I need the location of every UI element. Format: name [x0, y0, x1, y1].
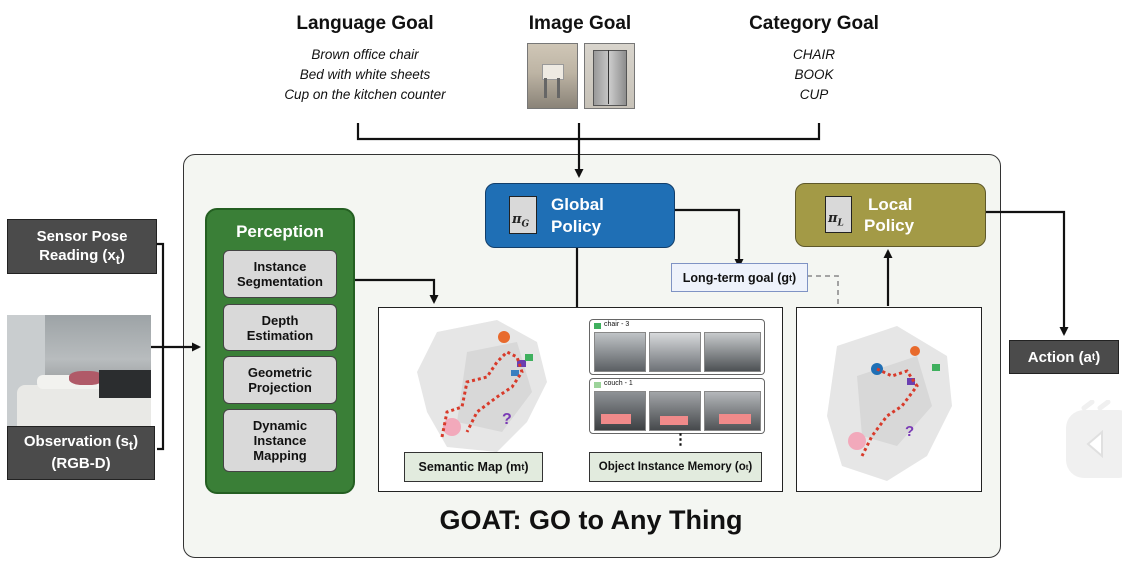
local-policy-box: πL Local Policy: [795, 183, 986, 247]
observation-line1: Observation (s: [23, 433, 129, 450]
language-goal-title: Language Goal: [296, 13, 434, 34]
object-memory-thumb: [649, 391, 701, 431]
global-policy-line1: Global: [551, 195, 604, 214]
image-goal-title: Image Goal: [528, 13, 632, 34]
language-goal-item: Bed with white sheets: [299, 67, 431, 82]
object-memory-thumb: [704, 332, 761, 372]
language-goal-items: Brown office chair Bed with white sheets…: [245, 45, 485, 105]
sensor-pose-sub: t: [115, 253, 120, 267]
local-map-image: ?: [827, 326, 952, 481]
observation-line2: (RGB-D): [51, 455, 111, 472]
category-goal-item: BOOK: [794, 67, 834, 82]
object-memory-thumb: [704, 391, 761, 431]
observation-rgb-photo: [7, 315, 151, 426]
category-goal-item: CUP: [799, 87, 829, 102]
image-goal-photo-fridge: [584, 43, 635, 109]
object-memory-row-couch: couch - 1: [589, 378, 765, 434]
object-memory-row-label: couch - 1: [604, 380, 633, 387]
category-goal-item: CHAIR: [792, 47, 835, 62]
language-goal-item: Brown office chair: [311, 47, 419, 62]
local-policy-symbol: πL: [825, 196, 852, 233]
main-title: GOAT: GO to Any Thing: [439, 505, 743, 535]
local-map-panel: ?: [796, 307, 982, 492]
category-goal-items: CHAIR BOOK CUP: [754, 45, 874, 105]
object-memory-ellipsis: ⋮: [673, 431, 688, 448]
object-memory-thumb: [649, 332, 701, 372]
global-policy-symbol: πG: [509, 196, 537, 234]
image-goal-photo-chair: [527, 43, 578, 109]
observation-box: Observation (st) (RGB-D): [7, 426, 155, 480]
sensor-pose-line1: Sensor Pose: [36, 228, 128, 245]
svg-text:?: ?: [502, 411, 512, 428]
observation-sub: t: [128, 439, 134, 453]
object-memory-row-chair: chair - 3: [589, 319, 765, 375]
object-memory-row-label: chair - 3: [604, 321, 630, 328]
svg-text:?: ?: [905, 423, 914, 440]
object-memory-thumb: [594, 332, 646, 372]
local-policy-line1: Local: [868, 195, 913, 214]
global-policy-box: πG Global Policy: [485, 183, 675, 248]
sensor-pose-line2: Reading (x: [39, 247, 116, 264]
object-memory-thumb: [594, 391, 646, 431]
perception-title: Perception: [236, 222, 324, 241]
video-play-watermark-icon: [1062, 399, 1122, 482]
category-goal-title: Category Goal: [749, 13, 879, 34]
language-goal-item: Cup on the kitchen counter: [284, 87, 446, 102]
sensor-pose-box: Sensor Pose Reading (xt): [7, 219, 157, 274]
semantic-map-image: ?: [417, 320, 547, 452]
observation-close: ): [133, 433, 139, 450]
sensor-pose-close: ): [119, 247, 125, 264]
global-policy-line2: Policy: [551, 217, 602, 236]
local-policy-line2: Policy: [864, 216, 915, 235]
